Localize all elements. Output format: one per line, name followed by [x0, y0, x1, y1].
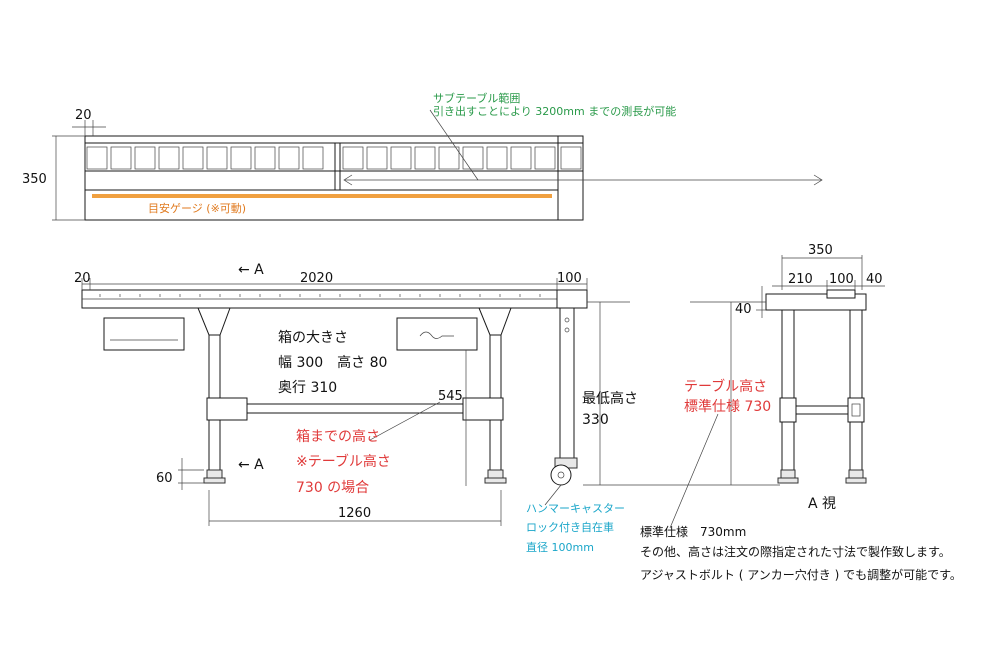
caster-line3: 直径 100mm [526, 540, 594, 554]
side-dim-40-left: 40 [735, 302, 752, 317]
table-height-line1: テーブル高さ [684, 378, 767, 395]
front-dim-100: 100 [557, 271, 582, 286]
min-height-label: 最低高さ [582, 390, 638, 407]
arrow-a-top: ← A [238, 262, 264, 278]
front-dim-60: 60 [156, 471, 173, 486]
caster-wheel-icon [550, 464, 572, 486]
box-size-line1: 幅 300 高さ 80 [278, 354, 387, 371]
front-foot-right [487, 469, 504, 479]
side-dim-40-right: 40 [866, 272, 883, 287]
top-dim-20: 20 [75, 108, 92, 123]
roller-cells [86, 146, 582, 170]
subtable-desc: 引き出すことにより 3200mm までの測長が可能 [433, 104, 676, 118]
gauge-label: 目安ゲージ (※可動) [148, 201, 246, 215]
side-view: 350 210 100 40 40 テーブル高さ 標準仕様 730 A 視 [669, 243, 885, 529]
box-height-line1: 箱までの高さ [296, 428, 380, 445]
front-foot-left [206, 469, 223, 479]
side-leg-left [781, 309, 795, 471]
box-height-line2: ※テーブル高さ [296, 453, 391, 470]
notes: 標準仕様 730mm その他、高さは注文の際指定された寸法で製作致します。 アジ… [640, 524, 962, 582]
front-dim-545: 545 [438, 389, 463, 404]
note-line3: アジャストボルト ( アンカー穴付き ) でも調整が可能です。 [640, 567, 962, 582]
caster-line1: ハンマーキャスター [526, 502, 625, 515]
front-view: 20 2020 100 ← A ← A 箱の大きさ 幅 300 高さ 80 奥行… [74, 262, 780, 554]
box-left [103, 317, 185, 351]
side-leg-right [849, 309, 863, 471]
top-view-subtable-end [557, 135, 584, 221]
subtable-title: サブテーブル範囲 [433, 91, 520, 105]
side-dim-350: 350 [808, 243, 833, 258]
side-dim-100: 100 [829, 272, 854, 287]
subtable-leg [559, 307, 575, 459]
note-line1: 標準仕様 730mm [640, 524, 746, 539]
box-size-title: 箱の大きさ [278, 330, 348, 346]
side-crossbar [793, 405, 851, 415]
caster-line2: ロック付き自在車 [526, 520, 614, 534]
front-dim-20: 20 [74, 271, 91, 286]
box-middle [396, 317, 478, 351]
note-line2: その他、高さは注文の際指定された寸法で製作致します。 [640, 544, 951, 559]
front-roller-marks [99, 294, 541, 297]
gauge-bar [92, 194, 552, 198]
box-height-line3: 730 の場合 [296, 480, 369, 496]
front-dim-1260: 1260 [338, 506, 371, 521]
min-height-value: 330 [582, 412, 609, 428]
top-dim-350: 350 [22, 172, 47, 187]
front-crossbar [219, 403, 491, 414]
table-height-line2: 標準仕様 730 [684, 399, 771, 415]
box-size-line2: 奥行 310 [278, 379, 337, 396]
side-dim-210: 210 [788, 272, 813, 287]
top-view: 20 350 サブテーブル範囲 引き出すことにより 3200mm までの測長が可… [22, 91, 823, 221]
side-view-label: A 視 [808, 496, 836, 512]
arrow-a-bottom: ← A [238, 457, 264, 473]
front-dim-2020: 2020 [300, 271, 333, 286]
